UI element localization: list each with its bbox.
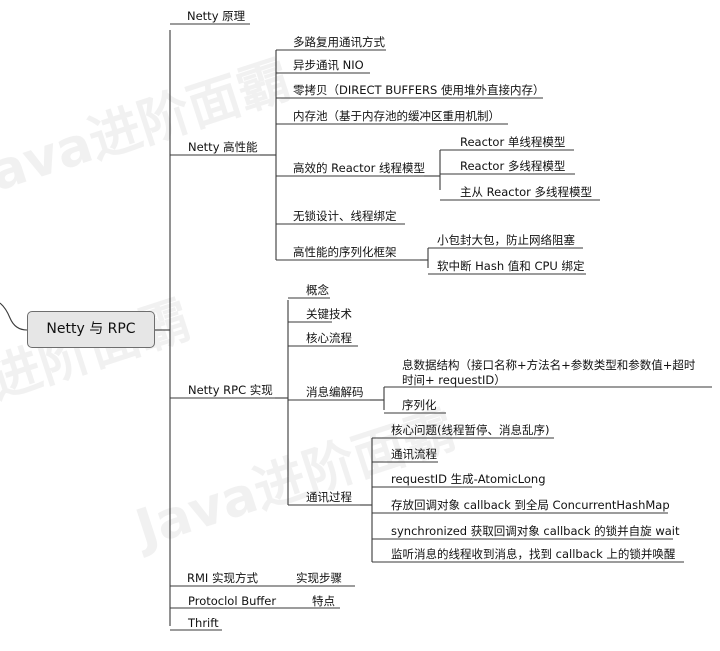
node-netty-high-perf[interactable]: Netty 高性能 (188, 140, 258, 154)
node-reactor-multi[interactable]: Reactor 多线程模型 (460, 159, 566, 173)
node-notify[interactable]: 监听消息的线程收到消息，找到 callback 上的锁并唤醒 (391, 547, 676, 561)
node-netty-rpc[interactable]: Netty RPC 实现 (188, 383, 273, 397)
node-sync-wait[interactable]: synchronized 获取回调对象 callback 的锁并自旋 wait (391, 524, 680, 538)
node-protobuf-features[interactable]: 特点 (312, 594, 335, 608)
node-serialize[interactable]: 序列化 (402, 398, 437, 412)
node-message-structure[interactable]: 息数据结构（接口名称+方法名+参数类型和参数值+超时 (402, 358, 696, 372)
node-memory-pool[interactable]: 内存池（基于内存池的缓冲区重用机制） (293, 109, 500, 123)
node-reactor-single[interactable]: Reactor 单线程模型 (460, 135, 566, 149)
node-codec[interactable]: 消息编解码 (306, 385, 364, 399)
node-multiplex[interactable]: 多路复用通讯方式 (293, 35, 385, 49)
node-store-callback[interactable]: 存放回调对象 callback 到全局 ConcurrentHashMap (391, 498, 670, 512)
node-thrift[interactable]: Thrift (188, 616, 219, 630)
node-core-flow[interactable]: 核心流程 (306, 331, 352, 345)
node-request-id[interactable]: requestID 生成-AtomicLong (391, 472, 546, 486)
node-rmi[interactable]: RMI 实现方式 (187, 571, 258, 585)
node-async-nio[interactable]: 异步通讯 NIO (293, 58, 364, 72)
node-small-packets[interactable]: 小包封大包，防止网络阻塞 (437, 233, 575, 247)
node-comm-process[interactable]: 通讯过程 (306, 490, 352, 504)
node-protobuf[interactable]: Protoclol Buffer (188, 594, 277, 608)
root-node[interactable]: Netty 与 RPC (27, 311, 155, 348)
node-core-issue[interactable]: 核心问题(线程暂停、消息乱序) (391, 423, 550, 437)
node-netty-principle[interactable]: Netty 原理 (187, 9, 246, 23)
node-key-tech[interactable]: 关键技术 (306, 307, 352, 321)
node-message-structure-cont[interactable]: 时间+ requestID） (402, 373, 506, 387)
node-comm-flow[interactable]: 通讯流程 (391, 447, 437, 461)
node-reactor-master-slave[interactable]: 主从 Reactor 多线程模型 (460, 185, 593, 199)
node-zero-copy[interactable]: 零拷贝（DIRECT BUFFERS 使用堆外直接内存） (293, 83, 545, 97)
node-concept[interactable]: 概念 (306, 283, 329, 297)
node-reactor-model[interactable]: 高效的 Reactor 线程模型 (293, 161, 426, 175)
node-soft-interrupt[interactable]: 软中断 Hash 值和 CPU 绑定 (437, 259, 585, 273)
node-lock-free[interactable]: 无锁设计、线程绑定 (293, 209, 397, 223)
root-left-connector (0, 302, 28, 331)
node-serialization-framework[interactable]: 高性能的序列化框架 (293, 245, 397, 259)
node-rmi-steps[interactable]: 实现步骤 (296, 571, 342, 585)
